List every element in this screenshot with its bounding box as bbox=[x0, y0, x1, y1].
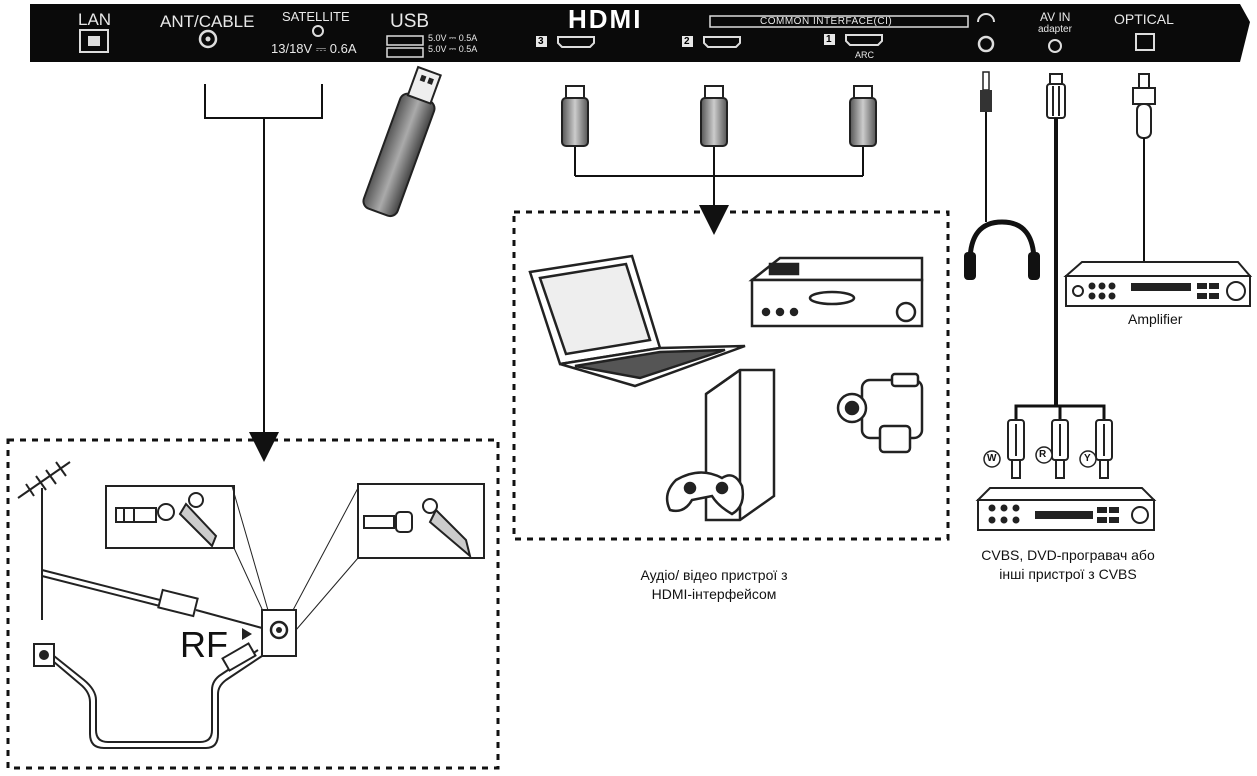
hdmi-port-2-label: 2 bbox=[684, 36, 690, 47]
lan-label: LAN bbox=[78, 10, 112, 29]
common-interface-slot-icon bbox=[709, 15, 969, 28]
rca-plug-white-icon bbox=[1007, 419, 1025, 479]
gamepad-icon bbox=[665, 471, 745, 516]
lan-port-icon bbox=[79, 29, 109, 53]
rf-socket-icon bbox=[261, 609, 297, 657]
headphones-icon bbox=[964, 219, 1040, 280]
hdmi-port-3-label: 3 bbox=[538, 36, 544, 47]
usb-rating-1-label: 5.0V ⎓ 0.5A bbox=[428, 33, 478, 43]
rf-pointer-icon bbox=[242, 628, 252, 640]
av-in-cable bbox=[1014, 73, 1106, 420]
optical-port-icon bbox=[1135, 33, 1155, 51]
rca-red-label: R bbox=[1039, 449, 1047, 460]
common-interface-label: COMMON INTERFACE(CI) bbox=[760, 16, 893, 27]
hdmi-logo: HDMI bbox=[568, 4, 643, 34]
hdmi-port-3-icon bbox=[536, 36, 595, 48]
hdmi-port-1-icon bbox=[824, 34, 883, 46]
rca-white-label: W bbox=[987, 453, 997, 464]
av-in-adapter-label: adapter bbox=[1038, 24, 1072, 35]
antenna-connection-arrow bbox=[204, 84, 323, 432]
satellite-port-icon bbox=[312, 25, 324, 37]
antenna-cable bbox=[41, 569, 263, 629]
hdmi-plug-icon bbox=[849, 85, 877, 147]
tv-rear-panel bbox=[30, 4, 1250, 62]
satellite-label: SATELLITE bbox=[282, 9, 350, 24]
cvbs-caption-line1: CVBS, DVD-програвач або bbox=[981, 547, 1155, 563]
headphone-cable bbox=[980, 71, 992, 222]
wall-socket-icon bbox=[33, 643, 55, 667]
hdmi-plug-icon bbox=[700, 85, 728, 147]
hdmi-devices-caption-line1: Аудіо/ відео пристрої з bbox=[640, 567, 788, 583]
hdmi-cables bbox=[561, 85, 877, 235]
hdmi-devices-box bbox=[512, 210, 950, 541]
av-in-port-icon bbox=[1048, 39, 1062, 53]
dvd-player-icon bbox=[748, 256, 924, 328]
optical-cable bbox=[1132, 73, 1156, 262]
arrow-down-icon bbox=[249, 432, 279, 462]
rf-plug-detail-inset-left bbox=[105, 485, 235, 549]
aerial-antenna-icon bbox=[17, 461, 71, 620]
usb-rating-2-label: 5.0V ⎓ 0.5A bbox=[428, 44, 478, 54]
cvbs-caption: CVBS, DVD-програвач або інші пристрої з … bbox=[958, 546, 1178, 584]
coax-loop-cable bbox=[53, 642, 263, 749]
ant-cable-port-icon bbox=[198, 29, 218, 49]
hdmi-devices-caption: Аудіо/ відео пристрої з HDMI-інтерфейсом bbox=[614, 566, 814, 604]
av-in-label: AV IN bbox=[1040, 10, 1071, 24]
hdmi-devices-caption-line2: HDMI-інтерфейсом bbox=[651, 586, 777, 602]
hdmi-port-2-icon bbox=[682, 36, 741, 48]
laptop-icon bbox=[528, 254, 746, 388]
headphone-port-icon bbox=[977, 13, 995, 53]
optical-label: OPTICAL bbox=[1114, 11, 1174, 27]
rf-plug-detail-inset-right bbox=[357, 483, 485, 559]
rca-yellow-label: Y bbox=[1084, 453, 1091, 464]
rca-plug-red-icon bbox=[1051, 419, 1069, 479]
cvbs-caption-line2: інші пристрої з CVBS bbox=[999, 566, 1137, 582]
usb-ports-icon bbox=[386, 35, 424, 58]
usb-label: USB bbox=[390, 11, 430, 32]
cvbs-dvd-player-icon bbox=[975, 487, 1157, 531]
amplifier-icon bbox=[1063, 261, 1253, 307]
amplifier-label: Amplifier bbox=[1128, 311, 1183, 327]
usb-stick-icon bbox=[362, 65, 442, 218]
arc-label: ARC bbox=[855, 50, 875, 60]
hdmi-port-1-label: 1 bbox=[826, 34, 832, 45]
antenna-connection-box bbox=[6, 438, 500, 770]
rca-plug-yellow-icon bbox=[1095, 419, 1113, 479]
hdmi-plug-icon bbox=[561, 85, 589, 147]
rf-label: RF bbox=[180, 624, 228, 665]
arrow-down-icon bbox=[699, 205, 729, 235]
satellite-power-label: 13/18V ⎓ 0.6A bbox=[271, 41, 357, 56]
camcorder-icon bbox=[836, 372, 924, 454]
ant-cable-label: ANT/CABLE bbox=[160, 12, 255, 31]
